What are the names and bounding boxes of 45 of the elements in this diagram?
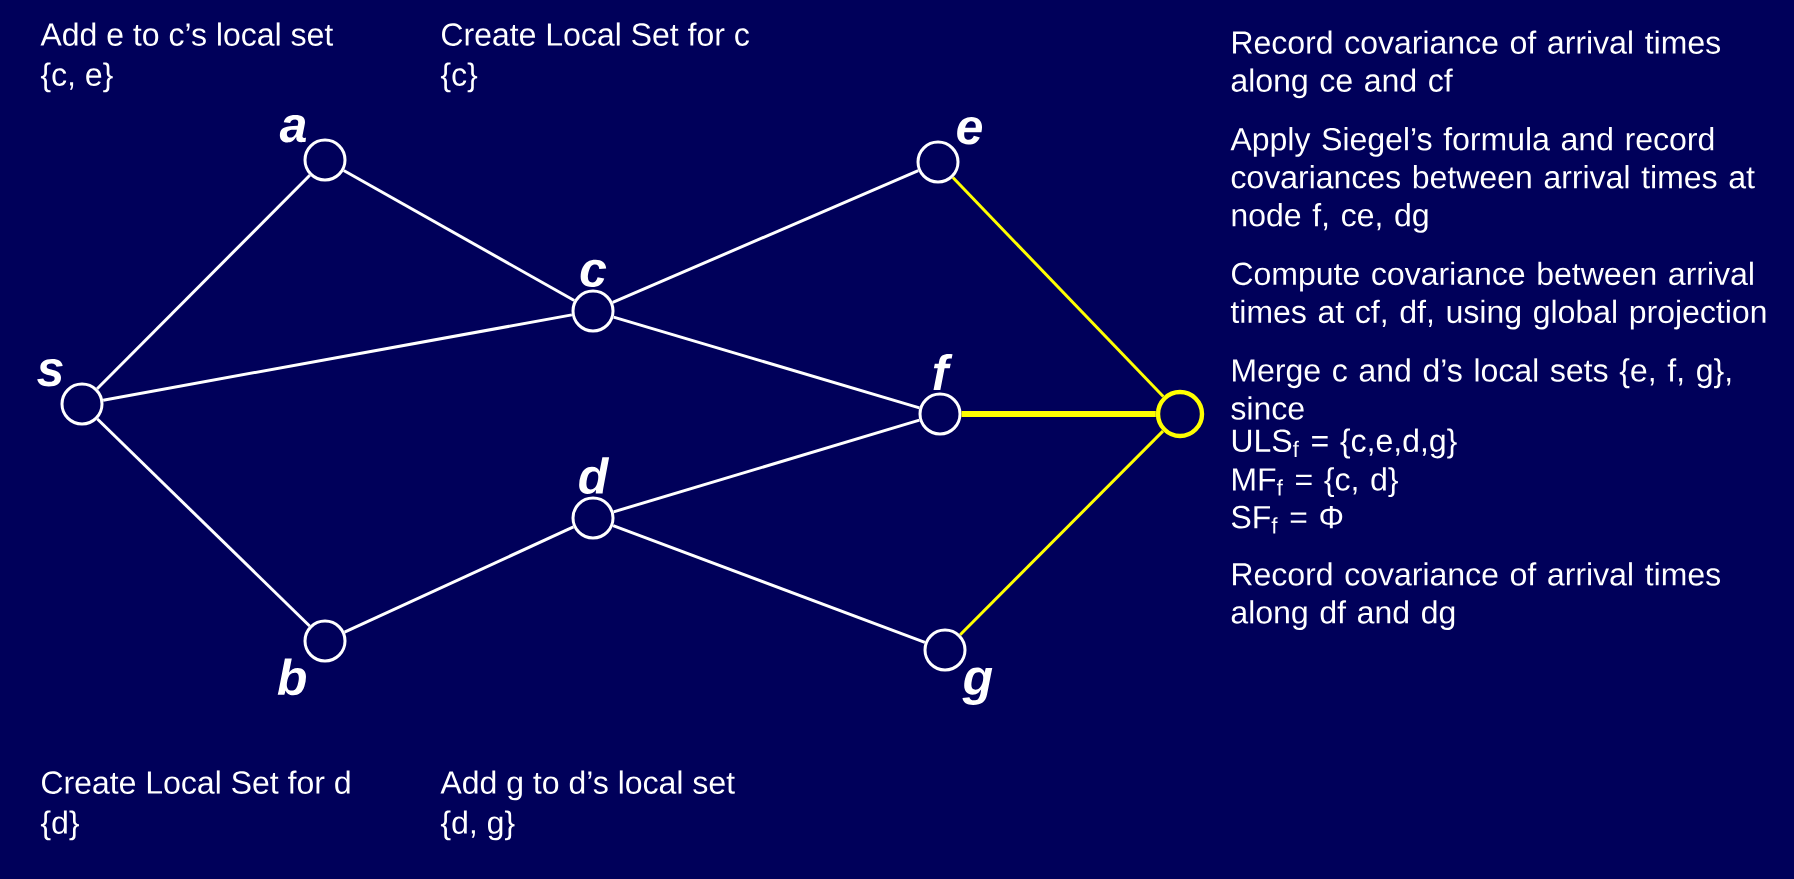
- node-label: b: [277, 658, 306, 696]
- annotation-text: MF$_{f}$ = {c, d}: [1233, 467, 1398, 498]
- graph-node: e: [916, 117, 982, 184]
- graph-node: c: [571, 259, 615, 333]
- annotation-text: {c}: [440, 62, 478, 93]
- graph-node: a: [279, 115, 347, 182]
- graph-edge: [612, 524, 926, 644]
- annotation-text: Create Local Set for c: [442, 22, 749, 46]
- annotation-text: Add g to d’s local set: [440, 770, 735, 801]
- annotation-text: ULS$_{f}$ = {c,e,d,g}: [1232, 428, 1457, 459]
- annotation-text: Add e to c’s local set: [40, 22, 334, 46]
- graph-node: d: [571, 457, 615, 540]
- sink-node: [1155, 389, 1205, 439]
- graph-edge: [612, 169, 919, 304]
- node-label: c: [580, 259, 607, 288]
- graph-edge: [343, 169, 575, 302]
- graph-edge: [959, 430, 1164, 636]
- node-label: s: [37, 359, 63, 387]
- graph-edge: [961, 411, 1156, 417]
- annotation-text: {d, g}: [440, 810, 515, 841]
- annotation-text: Apply Siegel’s formula and record covariances between arrival times at node f, ce, dg: [1230, 127, 1755, 233]
- graph-node: b: [277, 619, 347, 696]
- graph-edge: [613, 315, 920, 410]
- graph-node: s: [37, 359, 104, 426]
- annotation-text: Record covariance of arrival times along df and dg: [1231, 562, 1720, 630]
- graph-node: g: [923, 628, 993, 705]
- node-label: e: [957, 117, 983, 145]
- node-label: g: [962, 667, 993, 705]
- annotation-text: {d}: [40, 810, 79, 841]
- annotation-text: {c, e}: [40, 62, 113, 93]
- annotation-text: Record covariance of arrival times along ce and cf: [1231, 30, 1720, 99]
- annotation-text: Create Local Set for d: [42, 770, 350, 794]
- annotation-text: SF$_{f}$ = Φ: [1231, 505, 1343, 534]
- graph-node: f: [918, 353, 962, 436]
- graph-edge: [96, 417, 311, 628]
- node-label: d: [579, 457, 610, 495]
- node-label: a: [279, 115, 306, 143]
- annotation-text: Compute covariance between arrival times at cf, df, using global projection: [1230, 261, 1766, 330]
- graph-edge: [102, 313, 573, 402]
- graph-edge: [343, 525, 575, 634]
- annotation-text: Merge c and d’s local sets {e, f, g}, since: [1231, 358, 1731, 420]
- node-label: f: [933, 353, 953, 391]
- graph-edge: [613, 418, 920, 514]
- graph-edge: [96, 174, 311, 390]
- graph-edge: [951, 176, 1165, 398]
